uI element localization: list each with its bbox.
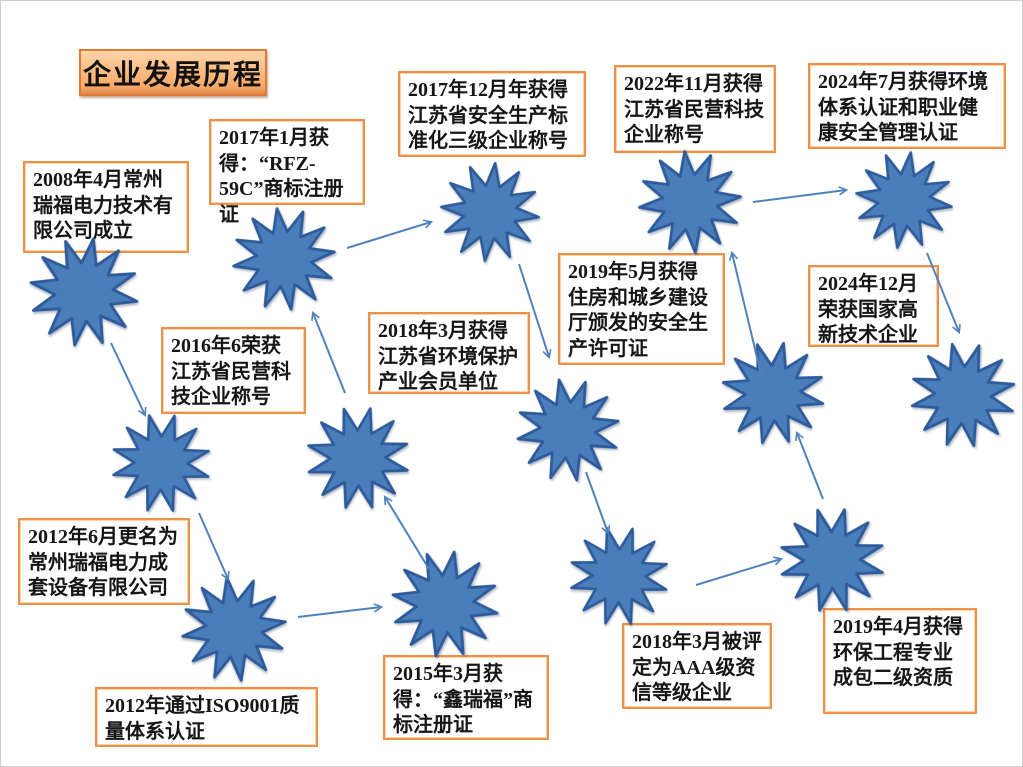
starburst-2017-01: [224, 199, 344, 319]
milestone-2018-03-huanbao: 2018年3月获得江苏省环境保护产业会员单位: [368, 312, 530, 394]
arrow-12-to-13: [752, 190, 846, 203]
starburst-2024-07: [848, 144, 961, 257]
milestone-2008-04: 2008年4月常州瑞福电力技术有限公司成立: [23, 161, 189, 253]
milestone-2024-07: 2024年7月获得环境体系认证和职业健康安全管理认证: [808, 63, 1006, 149]
milestone-2012-06: 2012年6月更名为常州瑞福电力成套设备有限公司: [18, 518, 190, 605]
diagram-title-text: 企业发展历程: [82, 59, 263, 91]
diagram-title: 企业发展历程: [79, 49, 267, 96]
starburst-2024-12b: [899, 331, 1022, 459]
milestone-2022-11: 2022年11月获得江苏省民营科技企业称号: [614, 65, 776, 153]
milestone-2012-iso9001: 2012年通过ISO9001质量体系认证: [95, 687, 318, 747]
milestone-2017-12: 2017年12月年获得江苏省安全生产标准化三级企业称号: [398, 71, 586, 157]
milestone-2018-03-aaa: 2018年3月被评定为AAA级资信等级企业: [622, 623, 772, 709]
milestone-2019-05: 2019年5月获得住房和城乡建设厅颁发的安全生产许可证: [558, 253, 725, 365]
starburst-2017-12: [434, 156, 546, 268]
arrow-6-to-7: [346, 222, 431, 249]
milestone-2017-01: 2017年1月获得：“RFZ-59C”商标注册证: [209, 119, 365, 226]
milestone-2016-06: 2016年6荣获江苏省民营科技企业称号: [161, 327, 306, 414]
starburst-2018-03-aaa: [556, 513, 682, 639]
starburst-2022-11: [632, 144, 748, 260]
milestone-2015-03: 2015年3月获得：“鑫瑞福”商标注册证: [383, 655, 549, 740]
starburst-2015-03: [375, 534, 516, 675]
starburst-2024-12: [710, 330, 836, 456]
milestone-2024-12: 2024年12月荣获国家高新技术企业: [808, 265, 939, 347]
starburst-2019-05: [507, 369, 630, 492]
arrow-3-to-4: [297, 607, 381, 618]
arrow-5-to-6: [313, 313, 346, 394]
starburst-2016-06: [294, 394, 422, 522]
starburst-2019-04: [765, 493, 899, 627]
arrow-9-to-10: [695, 559, 781, 586]
milestone-2019-04: 2019年4月获得环保工程专业成包二级资质: [823, 608, 977, 714]
starburst-2008-04: [19, 227, 149, 357]
starburst-2012-06: [99, 401, 223, 525]
